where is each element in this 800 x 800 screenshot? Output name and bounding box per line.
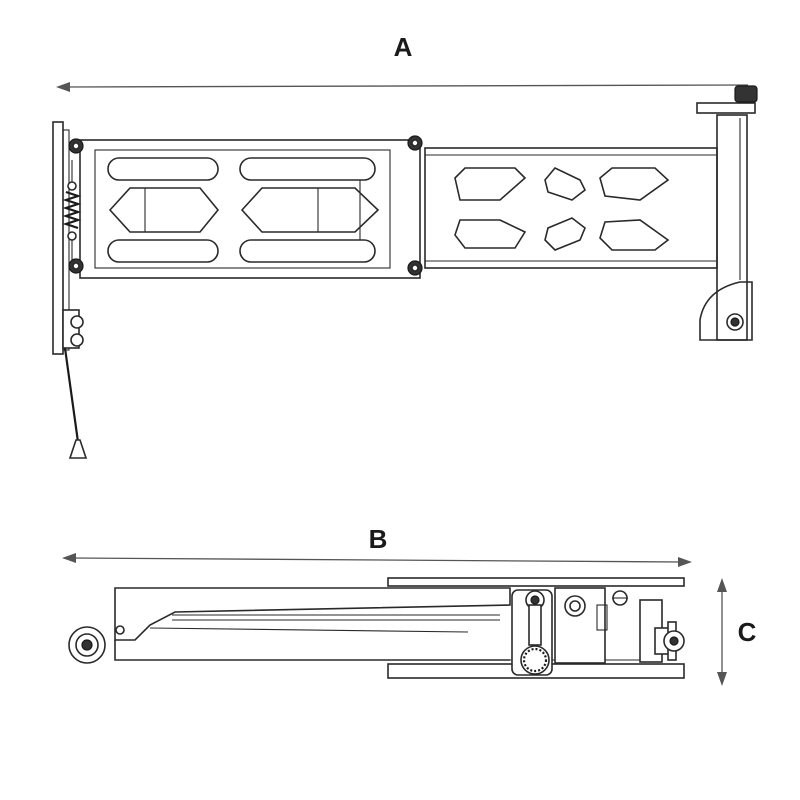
dimension-a-arrow-left (56, 82, 70, 92)
top-view (52, 85, 758, 459)
dimension-b-label: B (369, 524, 388, 554)
dimension-b-line (71, 557, 683, 563)
side-view (68, 577, 685, 679)
adjustment-knob-icon (520, 645, 550, 675)
dimension-a-label: A (394, 32, 413, 62)
dimension-c: C (717, 578, 757, 686)
fixed-frame (79, 139, 421, 279)
sliding-arm (424, 147, 718, 269)
dimension-a: A (56, 32, 749, 92)
dimension-c-arrow-bottom (717, 672, 727, 686)
side-arm-body (114, 587, 511, 641)
dimension-a-line (65, 84, 749, 88)
tension-spring (62, 160, 82, 262)
top-mount-plate (387, 577, 685, 587)
slotted-plate-left (107, 157, 380, 263)
release-lever (62, 309, 88, 459)
slotted-arm-cutouts (454, 167, 670, 251)
dimension-c-arrow-top (717, 578, 727, 592)
right-bracket (696, 85, 758, 341)
frame-bolts (68, 135, 423, 276)
dimension-c-label: C (738, 617, 757, 647)
dimension-b-arrow-left (62, 553, 76, 563)
dimension-b-arrow-right (678, 557, 692, 567)
fixed-frame-inner (94, 149, 391, 269)
left-mount-plate (52, 121, 64, 355)
dimension-b: B (62, 524, 692, 567)
